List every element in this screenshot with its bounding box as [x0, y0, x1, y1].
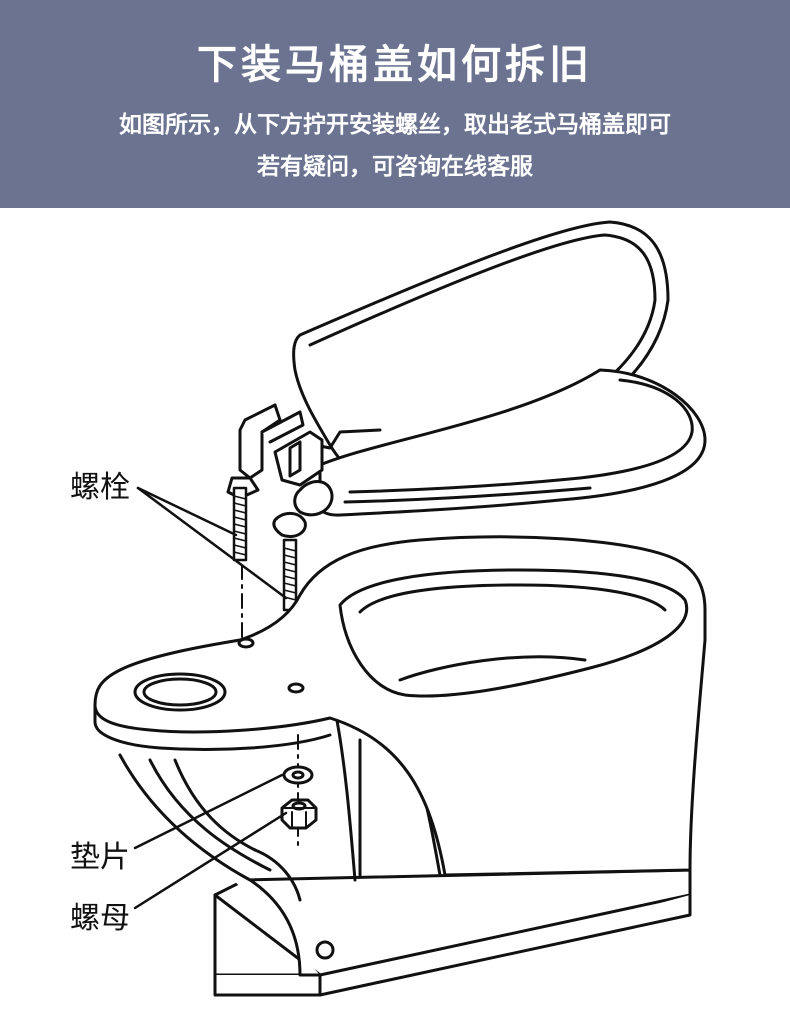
- bolts: [232, 486, 298, 612]
- washer: [282, 765, 314, 785]
- toilet-bowl: [93, 535, 707, 997]
- instruction-text: 如图所示，从下方拧开安装螺丝，取出老式马桶盖即可 若有疑问，可咨询在线客服: [0, 104, 790, 188]
- label-washer: 垫片: [70, 840, 130, 875]
- instruction-line-1: 如图所示，从下方拧开安装螺丝，取出老式马桶盖即可: [119, 112, 671, 138]
- toilet-seat-diagram: [93, 220, 707, 997]
- label-bolt: 螺栓: [70, 470, 130, 505]
- instruction-line-2: 若有疑问，可咨询在线客服: [257, 154, 533, 180]
- label-nut: 螺母: [70, 901, 130, 936]
- toilet-seat-ring: [315, 368, 707, 517]
- nut: [280, 798, 318, 830]
- header-banner: 下装马桶盖如何拆旧 如图所示，从下方拧开安装螺丝，取出老式马桶盖即可 若有疑问，…: [0, 0, 790, 208]
- page-title: 下装马桶盖如何拆旧: [197, 42, 593, 88]
- leader-lines: [133, 486, 288, 910]
- hinge-brackets: [226, 403, 334, 538]
